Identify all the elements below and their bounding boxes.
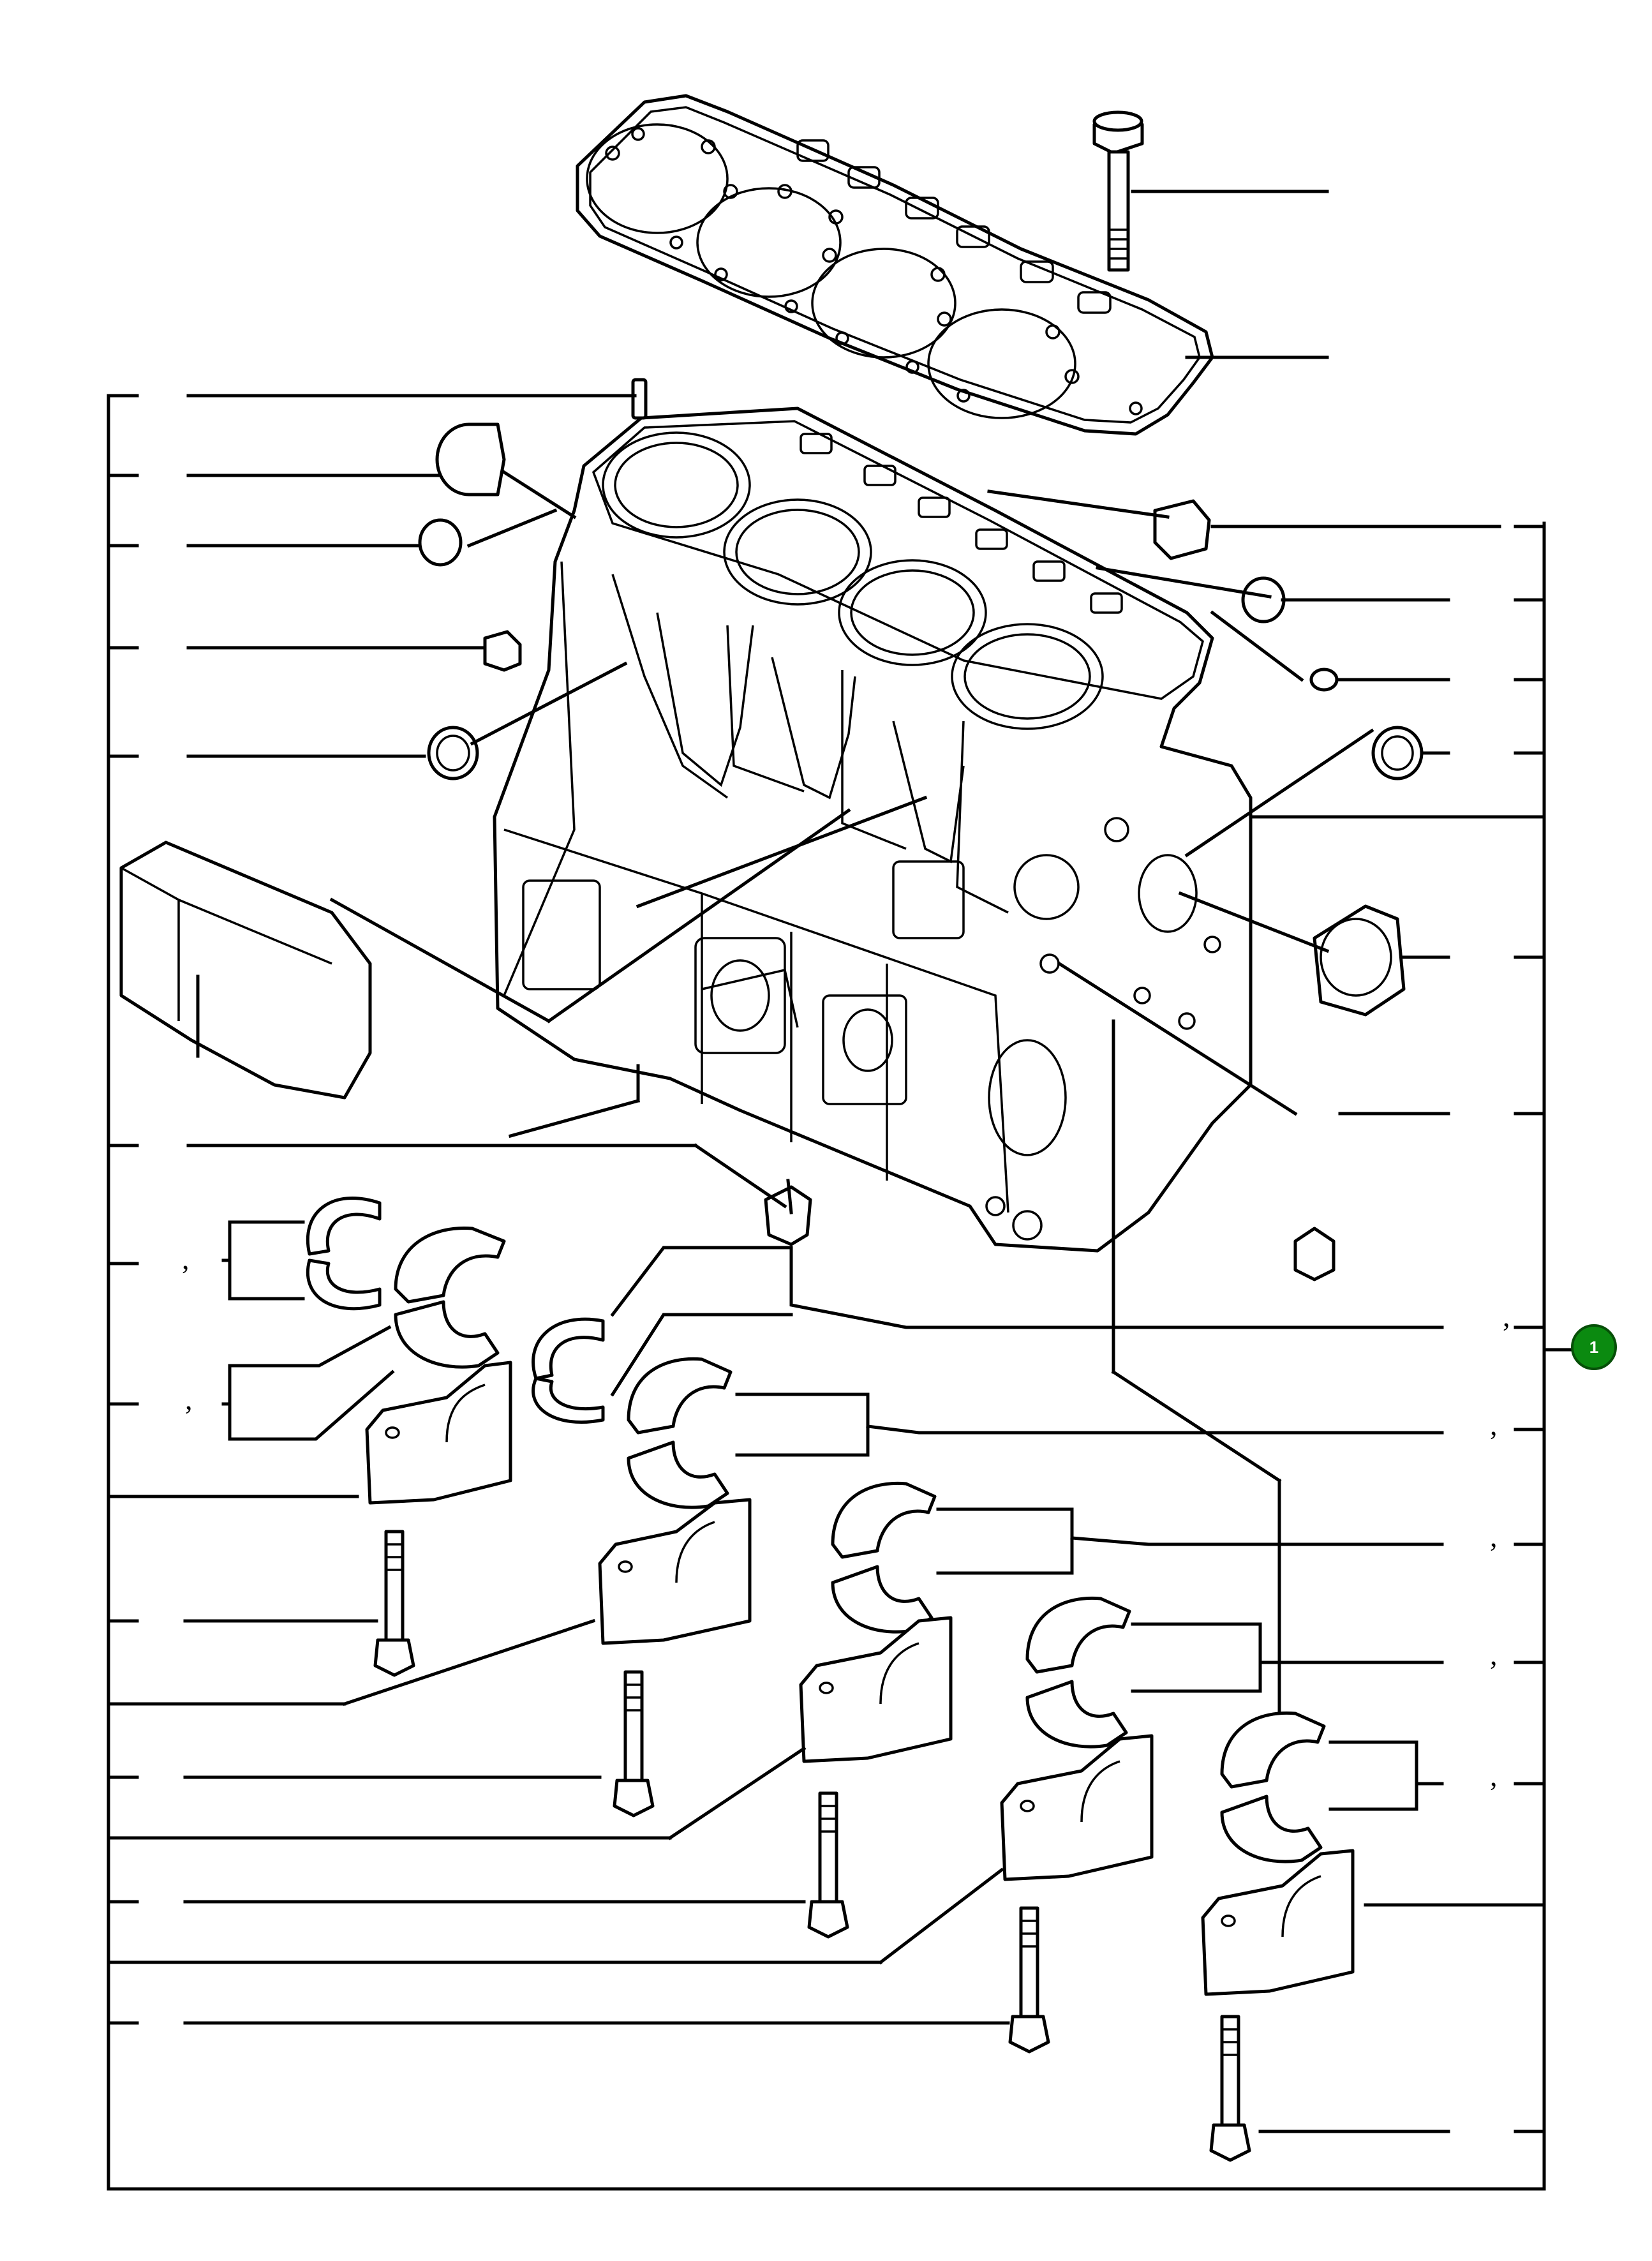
main-bearing-cap-icon[interactable] bbox=[1000, 1734, 1154, 1881]
cap-bolt-icon[interactable] bbox=[613, 1670, 655, 1817]
plug-icon[interactable] bbox=[1371, 726, 1424, 780]
cap-bolt-icon[interactable] bbox=[1008, 1906, 1050, 2054]
bearing-shell-icon[interactable] bbox=[394, 1226, 506, 1369]
bearing-shell-icon[interactable] bbox=[1220, 1711, 1326, 1863]
plug-icon[interactable] bbox=[427, 726, 479, 780]
bearing-shell-icon[interactable] bbox=[831, 1481, 937, 1634]
bearing-shell-icon[interactable] bbox=[627, 1357, 733, 1509]
ref-mark: , bbox=[185, 1383, 193, 1415]
bearing-shell-icon[interactable] bbox=[1025, 1596, 1131, 1749]
plug-icon[interactable] bbox=[1313, 904, 1406, 1017]
main-bearing-cap-icon[interactable] bbox=[598, 1498, 752, 1645]
main-bearing-cap-icon[interactable] bbox=[1201, 1849, 1355, 1996]
thrust-washer-icon[interactable] bbox=[532, 1317, 605, 1424]
plug-icon[interactable] bbox=[1241, 576, 1286, 623]
ref-mark: , bbox=[1503, 1300, 1510, 1332]
cap-bolt-icon[interactable] bbox=[1209, 2015, 1251, 2162]
plug-icon[interactable] bbox=[435, 422, 506, 496]
bracket-leader bbox=[228, 1220, 305, 1301]
ref-mark: , bbox=[1490, 1638, 1498, 1671]
callout-badge[interactable]: 1 bbox=[1571, 1324, 1617, 1370]
ref-mark: , bbox=[1490, 1520, 1498, 1553]
main-bearing-cap-icon[interactable] bbox=[799, 1616, 953, 1763]
dowel-icon[interactable] bbox=[631, 378, 648, 420]
left-bracket bbox=[107, 394, 1546, 2191]
ref-mark: , bbox=[1490, 1759, 1498, 1792]
head-gasket-icon[interactable] bbox=[576, 94, 1214, 436]
cylinder-block-icon[interactable] bbox=[493, 407, 1253, 1253]
head-bolt-icon[interactable] bbox=[1092, 110, 1144, 272]
plug-icon[interactable] bbox=[1309, 668, 1339, 692]
main-bearing-cap-icon[interactable] bbox=[365, 1361, 512, 1505]
plug-icon[interactable] bbox=[1293, 1227, 1336, 1281]
plug-icon[interactable] bbox=[418, 518, 463, 567]
thrust-washer-icon[interactable] bbox=[306, 1196, 382, 1311]
ref-mark: , bbox=[1490, 1408, 1498, 1441]
cap-bolt-icon[interactable] bbox=[807, 1791, 849, 1939]
oil-pan-stiffener-icon[interactable] bbox=[119, 840, 372, 1100]
plug-icon[interactable] bbox=[1153, 499, 1211, 560]
ref-mark: , bbox=[182, 1242, 190, 1275]
plug-icon[interactable] bbox=[483, 630, 522, 672]
cap-bolt-icon[interactable] bbox=[373, 1530, 415, 1677]
